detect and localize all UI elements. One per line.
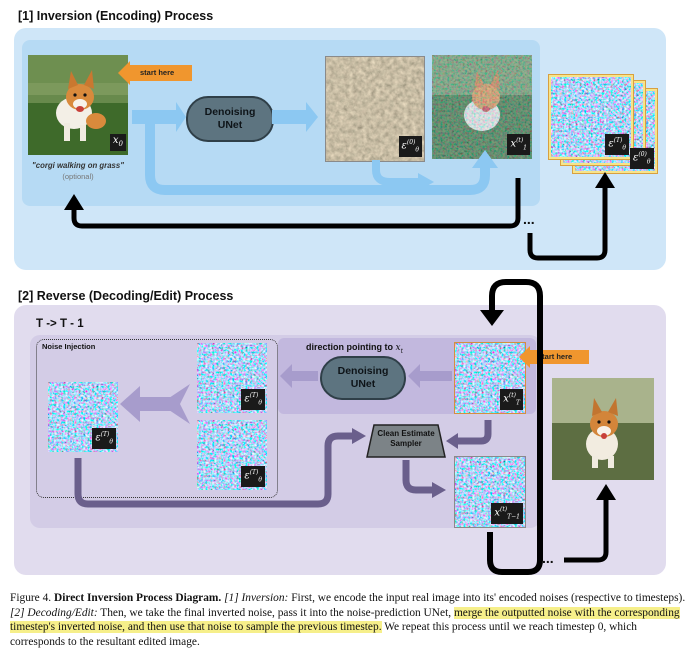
label-stack-bottom: ε(0)θ [630, 148, 654, 170]
section2-title: [2] Reverse (Decoding/Edit) Process [18, 289, 234, 303]
noisy-image-x1: x(t)1 [432, 55, 532, 159]
noise-stack-front: ε(T)θ [548, 74, 634, 160]
label-x1: x(t)1 [507, 133, 530, 155]
caption-part1-text: First, we encode the input real image in… [288, 592, 686, 604]
start-here-label-1: start here [140, 68, 175, 77]
predicted-noise-eps0: ε(0)θ [325, 56, 425, 162]
ellipsis-1: ... [523, 211, 535, 227]
clean-estimate-sampler-label: Clean Estimate Sampler [377, 429, 435, 448]
noise-injection-label: Noise Injection [42, 342, 96, 351]
section2-arrows [74, 279, 616, 575]
noise-eps-bottom: ε(T)θ [197, 420, 267, 490]
prompt-text: "corgi walking on grass" [32, 161, 124, 170]
label-eps-top: ε(T)θ [241, 388, 265, 410]
clean-estimate-sampler-shape [366, 424, 446, 458]
label-eps0: ε(0)θ [398, 135, 422, 157]
direction-label: direction pointing to xt [306, 342, 404, 355]
label-stack-top: ε(T)θ [605, 133, 629, 155]
noisy-xT: x(t)T [454, 342, 526, 414]
label-eps-bottom: ε(T)θ [241, 465, 265, 487]
caption-figure: Figure 4. [10, 592, 52, 604]
noise-eps-left: ε(T)θ [48, 382, 118, 452]
label-xT-1: x(t)T−1 [491, 502, 523, 524]
denoising-unet-2: Denoising UNet [320, 356, 406, 400]
output-image [552, 378, 654, 480]
caption-title: Direct Inversion Process Diagram. [54, 592, 222, 604]
start-here-arrow-1 [118, 61, 192, 85]
noise-injection-box [36, 339, 278, 498]
caption-part2-text: Then, we take the final inverted noise, … [97, 606, 454, 619]
caption-part2-label: [2] Decoding/Edit: [10, 606, 98, 619]
start-here-arrow-2 [519, 346, 589, 368]
label-x0: x0 [109, 134, 126, 151]
noise-eps-top: ε(T)θ [197, 343, 267, 413]
caption-part1-label: [1] Inversion: [224, 592, 289, 604]
label-xT: x(t)T [500, 388, 523, 410]
caption-tail: We repeat this process until we reach ti… [10, 621, 637, 648]
noisy-xT-1: x(t)T−1 [454, 456, 526, 528]
label-eps-left: ε(T)θ [92, 427, 116, 449]
section1-title: [1] Inversion (Encoding) Process [18, 9, 214, 23]
prompt-optional: (optional) [62, 172, 94, 181]
step-label: T -> T - 1 [36, 318, 84, 330]
figure-caption: Figure 4. Direct Inversion Process Diagr… [10, 591, 686, 649]
start-here-label-2: start here [538, 352, 573, 361]
input-image-x0: x0 [28, 55, 128, 155]
ellipsis-2: ... [542, 550, 554, 566]
section1-arrows [64, 102, 615, 261]
